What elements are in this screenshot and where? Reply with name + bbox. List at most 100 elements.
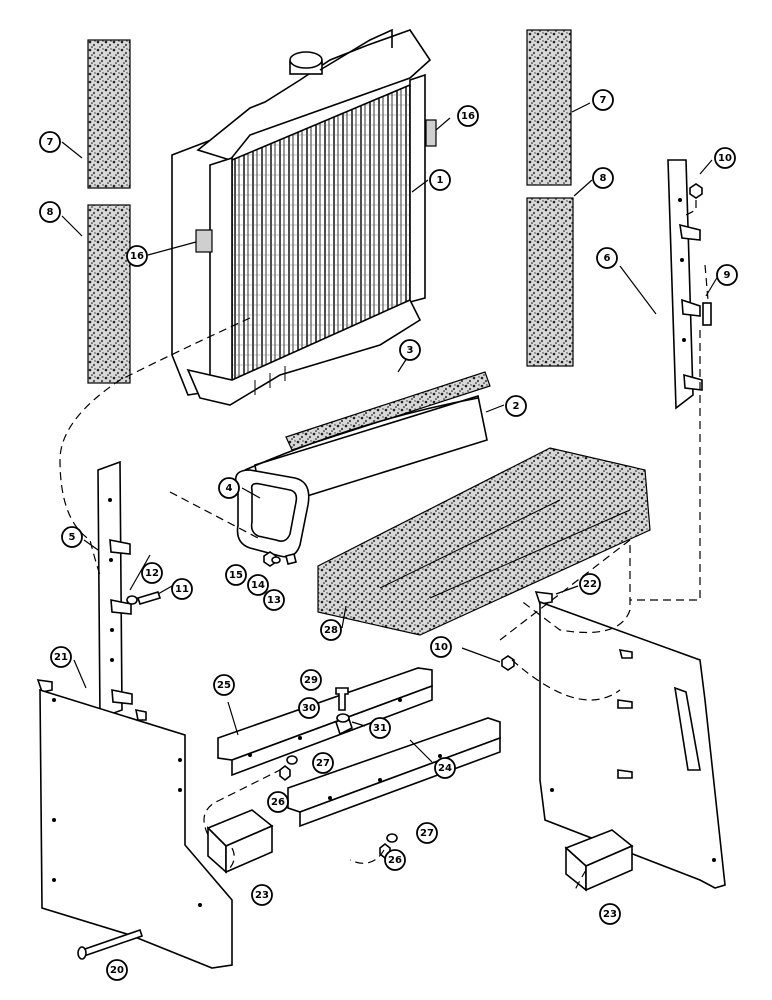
callout-27: 27: [416, 822, 438, 844]
callout-label: 2: [513, 401, 520, 412]
callout-circle: [251, 884, 273, 906]
shroud-ring-4: [234, 469, 310, 558]
callout-label: 16: [461, 111, 475, 122]
callout-label: 11: [175, 584, 189, 595]
callout-circle: [171, 578, 193, 600]
callout-circle: [225, 564, 247, 586]
callout-circle: [267, 791, 289, 813]
callout-circle: [457, 105, 479, 127]
callout-circle: [716, 264, 738, 286]
callout-16: 16: [457, 105, 479, 127]
callout-group: 7816161781069324515141312112822293010212…: [39, 89, 738, 981]
callout-circle: [592, 167, 614, 189]
washer-30: [336, 713, 350, 723]
callout-label: 6: [604, 253, 611, 264]
callout-circle: [218, 477, 240, 499]
foam-strip-right-upper: [526, 29, 572, 186]
callout-label: 27: [420, 828, 434, 839]
callout-26: 26: [267, 791, 289, 813]
seal-strip-3: [285, 371, 491, 451]
fitting-9: [702, 302, 712, 326]
callout-label: 1: [437, 175, 444, 186]
foam-strip-left-lower: [87, 204, 131, 384]
callout-label: 22: [583, 579, 597, 590]
washer-14: [271, 556, 281, 564]
nut-26-upper: [279, 764, 291, 782]
callout-23: 23: [251, 884, 273, 906]
callout-label: 16: [130, 251, 144, 262]
callout-label: 9: [724, 270, 731, 281]
plate-25: [217, 667, 433, 777]
callout-circle: [596, 247, 618, 269]
callout-circle: [434, 757, 456, 779]
callout-circle: [61, 526, 83, 548]
callout-label: 14: [251, 580, 265, 591]
callout-label: 10: [718, 153, 732, 164]
screw-13: [285, 553, 297, 565]
foam-strip-left-upper: [87, 39, 131, 189]
callout-24: 24: [434, 757, 456, 779]
callout-circle: [263, 589, 285, 611]
callout-circle: [39, 201, 61, 223]
callout-circle: [430, 636, 452, 658]
callout-23: 23: [599, 903, 621, 925]
bolt-20: [80, 928, 144, 958]
callout-14: 14: [247, 574, 269, 596]
callout-circle: [592, 89, 614, 111]
side-panel-left-21: [36, 679, 233, 969]
callout-circle: [312, 752, 334, 774]
callout-circle: [369, 717, 391, 739]
callout-circle: [213, 674, 235, 696]
callout-circle: [384, 849, 406, 871]
callout-16: 16: [126, 245, 148, 267]
callout-11: 11: [171, 578, 193, 600]
callout-label: 7: [47, 137, 54, 148]
bracket-left-upright: [97, 460, 133, 720]
nut-10-lower: [501, 655, 515, 671]
callout-label: 5: [69, 532, 76, 543]
callout-circle: [298, 697, 320, 719]
callout-circle: [247, 574, 269, 596]
callout-circle: [505, 395, 527, 417]
callout-9: 9: [716, 264, 738, 286]
callout-label: 24: [438, 763, 452, 774]
callout-26: 26: [384, 849, 406, 871]
mount-block-left-23: [206, 809, 274, 874]
callout-21: 21: [50, 646, 72, 668]
nut-10-upper: [689, 183, 703, 199]
foam-strip-right-lower: [526, 197, 574, 367]
callout-circle: [39, 131, 61, 153]
radiator: [171, 28, 437, 406]
callout-7: 7: [39, 131, 61, 153]
callout-3: 3: [399, 339, 421, 361]
callout-label: 21: [54, 652, 68, 663]
foam-pad-28: [317, 447, 651, 636]
callout-label: 30: [302, 703, 316, 714]
callout-label: 20: [110, 965, 124, 976]
washer-12: [126, 595, 138, 605]
callout-7: 7: [592, 89, 614, 111]
callout-25: 25: [213, 674, 235, 696]
callout-circle: [126, 245, 148, 267]
callout-label: 31: [373, 723, 387, 734]
callout-circle: [300, 669, 322, 691]
callout-circle: [599, 903, 621, 925]
callout-13: 13: [263, 589, 285, 611]
callout-circle: [429, 169, 451, 191]
callout-8: 8: [592, 167, 614, 189]
callout-15: 15: [225, 564, 247, 586]
callout-label: 28: [324, 625, 338, 636]
washer-27-lower: [386, 833, 398, 843]
callout-label: 25: [217, 680, 231, 691]
callout-label: 23: [603, 909, 617, 920]
callout-circle: [399, 339, 421, 361]
callout-label: 26: [271, 797, 285, 808]
callout-22: 22: [579, 573, 601, 595]
washer-27-upper: [286, 755, 298, 765]
callout-4: 4: [218, 477, 240, 499]
callout-10: 10: [714, 147, 736, 169]
callout-label: 15: [229, 570, 243, 581]
callout-circle: [141, 562, 163, 584]
callout-circle: [579, 573, 601, 595]
